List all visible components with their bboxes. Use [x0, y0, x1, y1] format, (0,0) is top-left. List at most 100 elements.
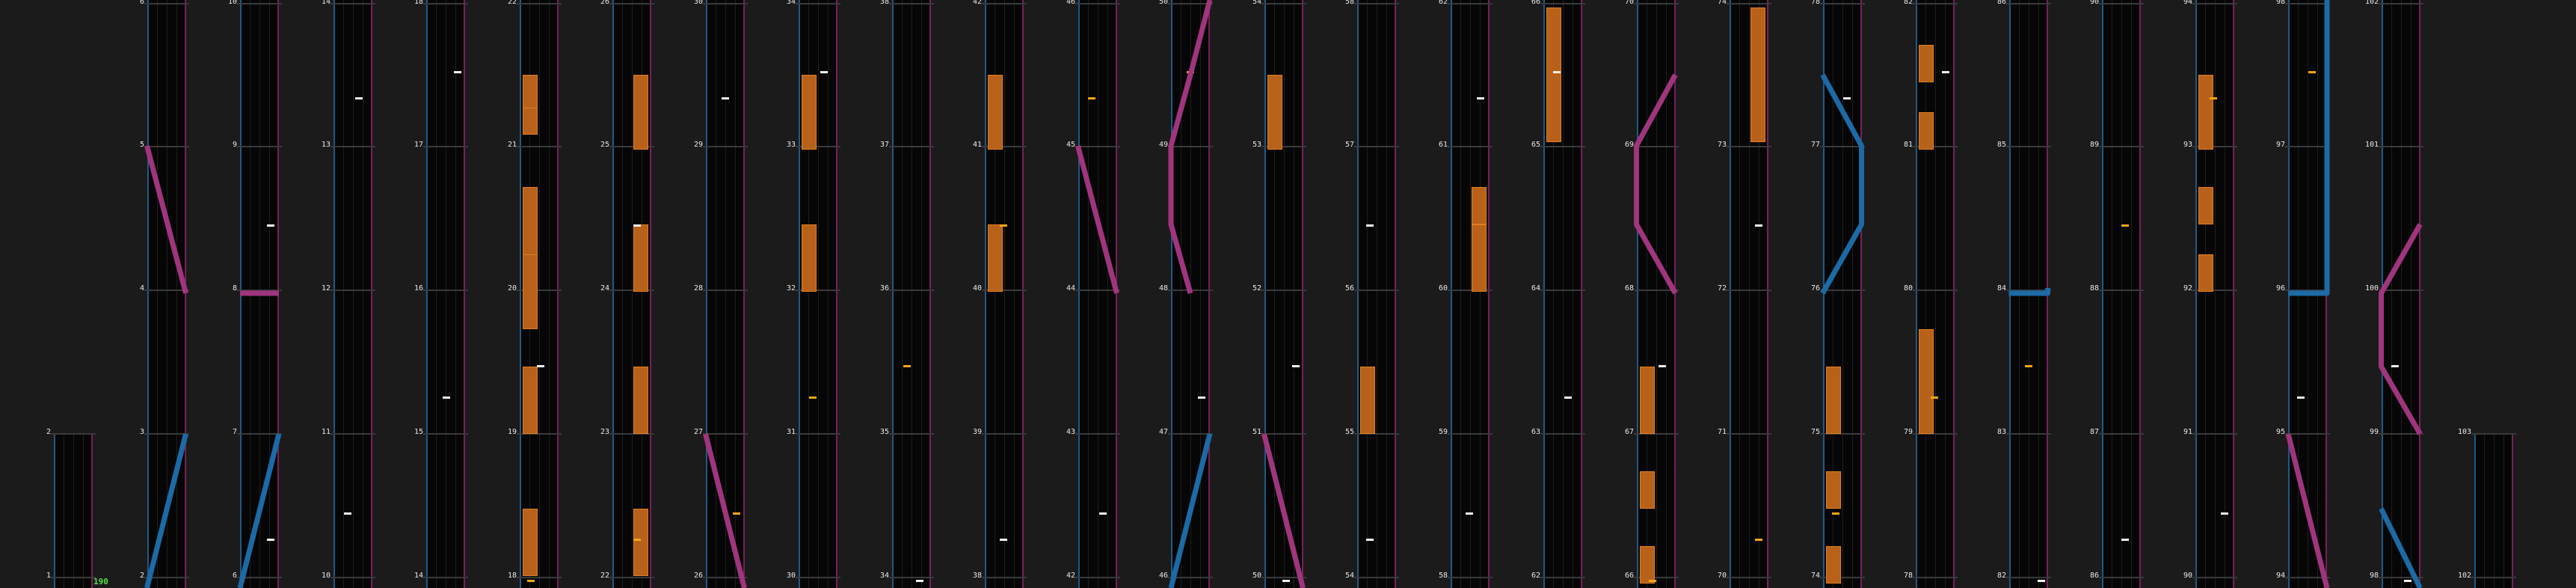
- measure-number: 66: [1531, 0, 1540, 6]
- measure-number: 91: [2183, 428, 2192, 436]
- measure-number: 18: [507, 572, 517, 580]
- measure-line: [2006, 3, 2051, 4]
- lane-grid-line: [2131, 0, 2132, 588]
- measure-number: 22: [600, 572, 609, 580]
- pink-slide: [2379, 223, 2423, 435]
- measure-number: 14: [321, 0, 331, 6]
- tap-note-orange: [2121, 224, 2129, 227]
- pink-slide: [2285, 433, 2330, 588]
- measure-number: 50: [1158, 0, 1168, 6]
- measure-line: [517, 146, 562, 147]
- measure-line: [1261, 3, 1306, 4]
- measure-line: [982, 577, 1027, 578]
- bpm-label: 190: [93, 577, 108, 587]
- tap-note: [1466, 512, 1473, 515]
- measure-number: 42: [1066, 572, 1075, 580]
- measure-number: 98: [2369, 572, 2379, 580]
- lane-right-rail: [2139, 0, 2141, 588]
- measure-number: 50: [1252, 572, 1261, 580]
- lane-right-rail: [1302, 0, 1303, 588]
- measure-number: 94: [2183, 0, 2192, 6]
- measure-number: 74: [1717, 0, 1727, 6]
- measure-number: 70: [1624, 0, 1634, 6]
- lane-grid-line: [436, 0, 437, 588]
- lane-right-rail: [1953, 0, 1955, 588]
- lane-right-rail: [1208, 0, 1210, 588]
- measure-number: 20: [507, 284, 517, 293]
- measure-number: 81: [1903, 141, 1913, 149]
- measure-number: 97: [2275, 141, 2285, 149]
- hold-note: [633, 367, 648, 434]
- measure-line: [2379, 433, 2423, 435]
- measure-number: 29: [693, 141, 703, 149]
- measure-line: [1354, 433, 1399, 435]
- measure-line: [2099, 3, 2144, 4]
- lane-grid-line: [902, 0, 903, 588]
- measure-number: 28: [693, 284, 703, 293]
- measure-line: [1634, 577, 1679, 578]
- measure-number: 45: [1066, 141, 1075, 149]
- measure-number: 34: [879, 572, 889, 580]
- measure-line: [2192, 146, 2237, 147]
- measure-line: [2006, 577, 2051, 578]
- tap-note: [2404, 580, 2411, 582]
- lane-right-rail: [185, 0, 186, 588]
- tap-note: [2297, 396, 2305, 399]
- lane-left-rail: [1823, 0, 1825, 588]
- lane-left-rail: [426, 0, 428, 588]
- lane-grid-line: [83, 433, 84, 588]
- measure-number: 57: [1344, 141, 1354, 149]
- measure-line: [1540, 577, 1585, 578]
- measure-number: 23: [600, 428, 609, 436]
- measure-line: [1727, 433, 1771, 435]
- measure-number: 15: [414, 428, 423, 436]
- tap-note: [2038, 580, 2045, 582]
- lane-grid-line: [2205, 0, 2206, 588]
- tap-note-orange: [633, 539, 641, 541]
- measure-number: 95: [2275, 428, 2285, 436]
- measure-line: [1634, 433, 1679, 435]
- measure-line: [144, 146, 189, 147]
- measure-line: [331, 577, 375, 578]
- lane-left-rail: [2474, 433, 2476, 588]
- measure-line: [1913, 577, 1958, 578]
- lane-right-rail: [1767, 0, 1768, 588]
- measure-line: [2006, 433, 2051, 435]
- lane-grid-line: [1386, 0, 1387, 588]
- tap-note-orange: [1755, 539, 1762, 541]
- lane-grid-line: [1666, 0, 1667, 588]
- tap-note: [1000, 539, 1007, 541]
- lane-column: [147, 0, 186, 588]
- measure-line: [2285, 146, 2330, 147]
- measure-line: [2285, 577, 2330, 578]
- measure-number: 58: [1438, 572, 1448, 580]
- measure-number: 6: [232, 572, 237, 580]
- hold-note: [633, 224, 648, 292]
- tap-note: [1755, 224, 1762, 227]
- lane-grid-line: [1852, 0, 1853, 588]
- measure-line: [982, 290, 1027, 291]
- lane-grid-line: [735, 0, 736, 588]
- hold-note: [1750, 7, 1765, 142]
- lane-column: [1171, 0, 1210, 588]
- lane-grid-line: [1945, 0, 1946, 588]
- measure-number: 78: [1810, 0, 1820, 6]
- lane-grid-line: [1367, 0, 1368, 588]
- measure-line: [703, 146, 748, 147]
- measure-number: 6: [139, 0, 144, 6]
- tap-note: [916, 580, 923, 582]
- measure-line: [1727, 290, 1771, 291]
- measure-line: [1634, 290, 1679, 291]
- measure-line: [237, 433, 282, 435]
- lane-grid-line: [1656, 0, 1657, 588]
- hold-note: [2198, 187, 2213, 224]
- measure-number: 86: [1996, 0, 2006, 6]
- measure-number: 33: [786, 141, 796, 149]
- measure-number: 18: [414, 0, 423, 6]
- measure-number: 27: [693, 428, 703, 436]
- tap-note: [355, 97, 363, 99]
- hold-note: [1826, 546, 1841, 584]
- measure-line: [2006, 146, 2051, 147]
- measure-line: [1913, 3, 1958, 4]
- measure-number: 10: [321, 572, 331, 580]
